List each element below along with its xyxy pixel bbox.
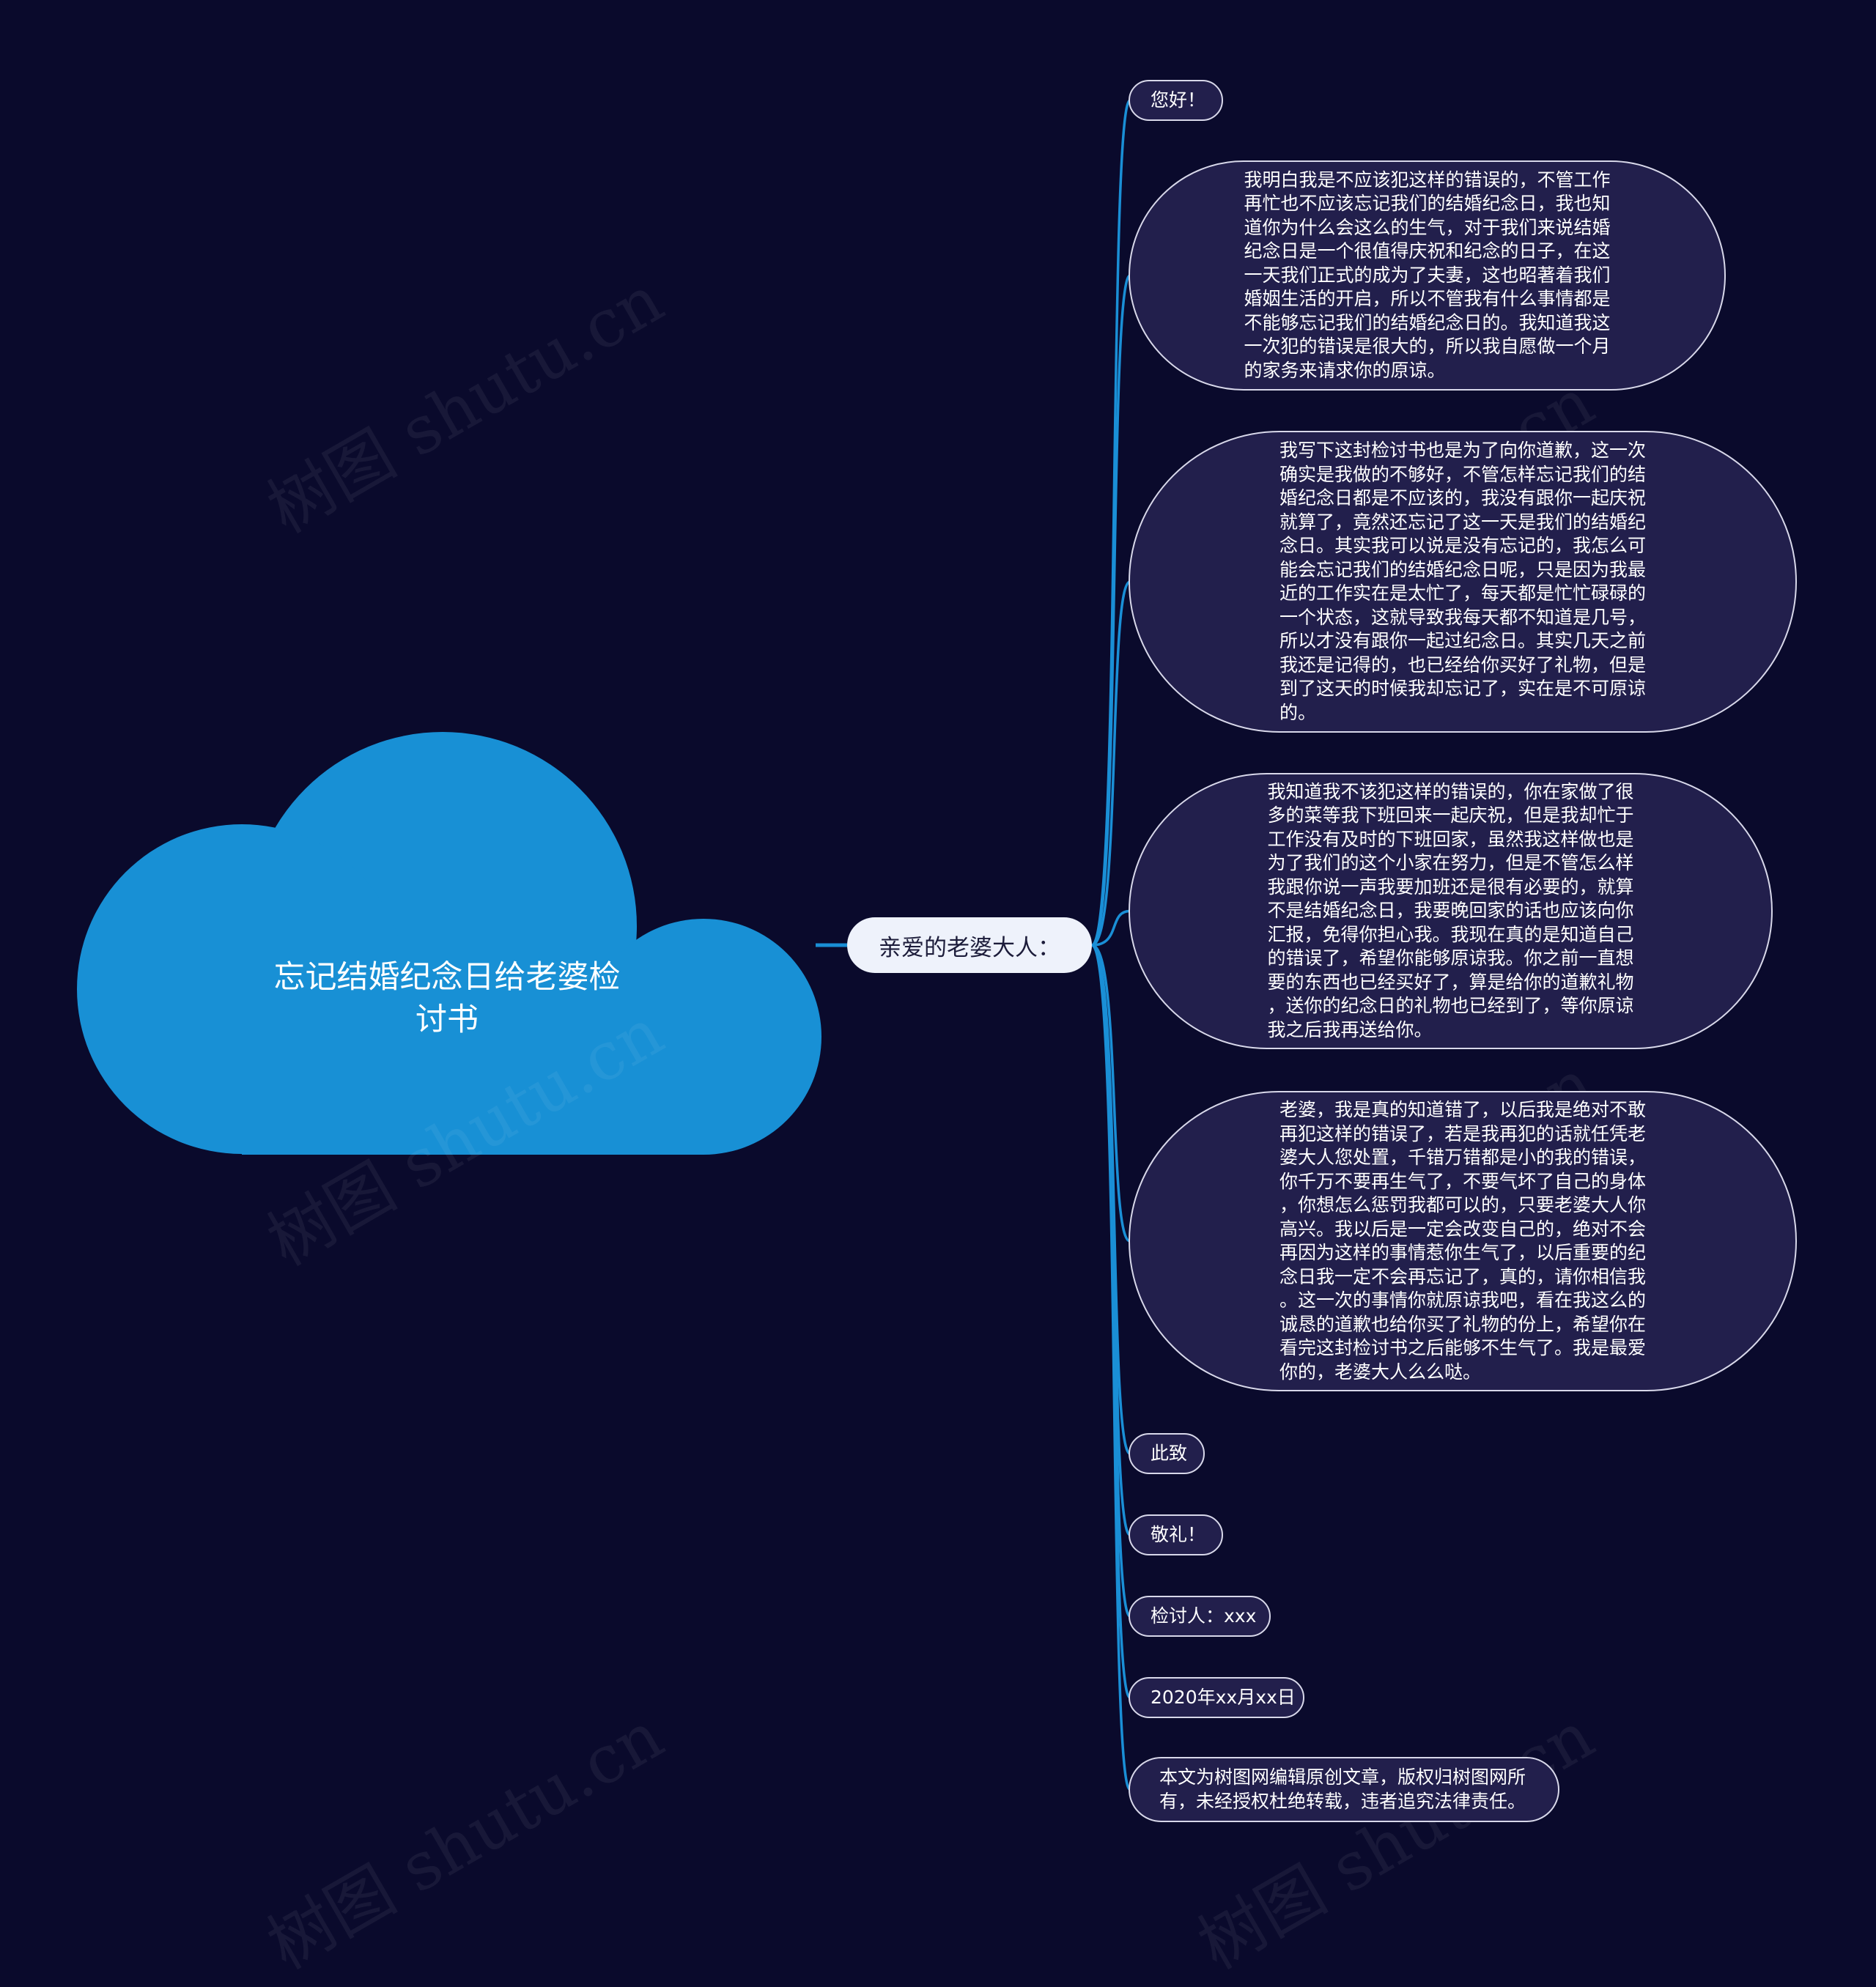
- branch-connector: [1091, 580, 1131, 947]
- node-label: 2020年xx月xx日: [1151, 1686, 1296, 1708]
- node-greeting[interactable]: 您好！: [1129, 80, 1223, 121]
- paragraph-line: 纪念日是一个很值得庆祝和纪念的日子，在这: [1244, 240, 1611, 262]
- paragraph-line: 能会忘记我们的结婚纪念日呢，只是因为我最: [1279, 558, 1646, 580]
- paragraph-line: 再犯这样的错误了，若是我再犯的话就任凭老: [1279, 1122, 1646, 1144]
- paragraph-line: 你的，老婆大人么么哒。: [1279, 1361, 1481, 1383]
- paragraph-line: 汇报，免得你担心我。我现在真的是知道自己: [1267, 923, 1634, 945]
- node-copyright-footer[interactable]: 本文为树图网编辑原创文章，版权归树图网所有，未经授权杜绝转载，违者追究法律责任。: [1129, 1757, 1559, 1822]
- paragraph-line: 我之后我再送给你。: [1267, 1018, 1433, 1040]
- node-date[interactable]: 2020年xx月xx日: [1129, 1677, 1304, 1718]
- paragraph-line: 不能够忘记我们的结婚纪念日的。我知道我这: [1244, 311, 1611, 333]
- paragraph-line: 一次犯的错误是很大的，所以我自愿做一个月: [1244, 336, 1611, 358]
- paragraph-line: 再因为这样的事情惹你生气了，以后重要的纪: [1279, 1242, 1646, 1263]
- paragraph-line: 婚姻生活的开启，所以不管我有什么事情都是: [1244, 288, 1611, 310]
- paragraph-text: 我写下这封检讨书也是为了向你道歉，这一次确实是我做的不够好，不管怎样忘记我们的结…: [1279, 439, 1646, 725]
- paragraph-line: 念日我一定不会再忘记了，真的，请你相信我: [1279, 1265, 1646, 1287]
- paragraph-line: 你千万不要再生气了，不要气坏了自己的身体: [1279, 1170, 1646, 1192]
- branch-connector: [1091, 944, 1131, 1243]
- root-cloud-shape: [77, 732, 821, 1155]
- node-paragraph-1[interactable]: 我明白我是不应该犯这样的错误的，不管工作再忙也不应该忘记我们的结婚纪念日，我也知…: [1129, 160, 1726, 391]
- paragraph-line: 高兴。我以后是一定会改变自己的，绝对不会: [1279, 1218, 1646, 1240]
- node-label: 敬礼！: [1151, 1523, 1206, 1545]
- node-salute[interactable]: 敬礼！: [1129, 1514, 1223, 1555]
- node-signer[interactable]: 检讨人：xxx: [1129, 1596, 1271, 1637]
- paragraph-line: 多的菜等我下班回来一起庆祝，但是我却忙于: [1267, 804, 1634, 826]
- paragraph-line: 看完这封检讨书之后能够不生气了。我是最爱: [1279, 1337, 1646, 1358]
- paragraph-line: 的。: [1279, 701, 1316, 723]
- node-paragraph-3[interactable]: 我知道我不该犯这样的错误的，你在家做了很多的菜等我下班回来一起庆祝，但是我却忙于…: [1129, 773, 1773, 1049]
- paragraph-line: 所以才没有跟你一起过纪念日。其实几天之前: [1279, 630, 1646, 651]
- branch-connector: [1091, 909, 1131, 947]
- paragraph-line: 我还是记得的，也已经给你买好了礼物，但是: [1279, 654, 1646, 676]
- paragraph-line: 一天我们正式的成为了夫妻，这也昭著着我们: [1244, 264, 1611, 286]
- node-label: 此致: [1151, 1442, 1188, 1464]
- paragraph-text: 我明白我是不应该犯这样的错误的，不管工作再忙也不应该忘记我们的结婚纪念日，我也知…: [1244, 169, 1610, 383]
- paragraph-line: 的错误了，希望你能够原谅我。你之前一直想: [1267, 947, 1634, 969]
- paragraph-line: 诚恳的道歉也给你买了礼物的份上，希望你在: [1279, 1313, 1646, 1335]
- paragraph-line: 再忙也不应该忘记我们的结婚纪念日，我也知: [1244, 193, 1611, 215]
- branch-connector: [1091, 274, 1131, 947]
- paragraph-line: 道你为什么会这么的生气，对于我们来说结婚: [1244, 216, 1611, 238]
- paragraph-line: 到了这天的时候我却忘记了，实在是不可原谅: [1279, 678, 1646, 699]
- paragraph-line: 一个状态，这就导致我每天都不知道是几号，: [1279, 606, 1646, 628]
- footer-line: 有，未经授权杜绝转载，违者追究法律责任。: [1159, 1790, 1526, 1812]
- paragraph-line: 念日。其实我可以说是没有忘记的，我怎么可: [1279, 535, 1646, 556]
- node-paragraph-4[interactable]: 老婆，我是真的知道错了，以后我是绝对不敢再犯这样的错误了，若是我再犯的话就任凭老…: [1129, 1091, 1797, 1391]
- paragraph-text: 我知道我不该犯这样的错误的，你在家做了很多的菜等我下班回来一起庆祝，但是我却忙于…: [1267, 780, 1633, 1043]
- paragraph-line: 的家务来请求你的原谅。: [1244, 359, 1446, 381]
- paragraph-line: 老婆，我是真的知道错了，以后我是绝对不敢: [1279, 1099, 1646, 1120]
- paragraph-line: 婆大人您处置，千错万错都是小的我的错误，: [1279, 1147, 1646, 1168]
- branch-connectors: [816, 99, 1131, 1791]
- paragraph-line: 我明白我是不应该犯这样的错误的，不管工作: [1244, 169, 1611, 190]
- paragraph-line: 近的工作实在是太忙了，每天都是忙忙碌碌的: [1279, 582, 1646, 604]
- paragraph-line: 确实是我做的不够好，不管怎样忘记我们的结: [1279, 463, 1646, 485]
- center-node-label: 亲爱的老婆大人：: [879, 934, 1060, 961]
- branch-connector: [1090, 944, 1131, 1791]
- center-node[interactable]: 亲爱的老婆大人：: [847, 917, 1092, 973]
- paragraph-text: 老婆，我是真的知道错了，以后我是绝对不敢再犯这样的错误了，若是我再犯的话就任凭老…: [1279, 1098, 1646, 1384]
- paragraph-line: 要的东西也已经买好了，算是给你的道歉礼物: [1267, 971, 1634, 993]
- paragraph-line: 工作没有及时的下班回家，虽然我这样做也是: [1267, 828, 1634, 850]
- node-closing[interactable]: 此致: [1129, 1433, 1205, 1474]
- node-label: 检讨人：xxx: [1151, 1605, 1257, 1627]
- paragraph-line: 我跟你说一声我要加班还是很有必要的，就算: [1267, 876, 1634, 898]
- node-paragraph-2[interactable]: 我写下这封检讨书也是为了向你道歉，这一次确实是我做的不够好，不管怎样忘记我们的结…: [1129, 431, 1797, 733]
- paragraph-line: ，你想怎么惩罚我都可以的，只要老婆大人你: [1279, 1194, 1646, 1215]
- paragraph-line: 我知道我不该犯这样的错误的，你在家做了很: [1267, 780, 1634, 802]
- paragraph-line: 就算了，竟然还忘记了这一天是我们的结婚纪: [1279, 511, 1646, 533]
- paragraph-line: 为了我们的这个小家在努力，但是不管怎么样: [1267, 852, 1634, 874]
- root-topic[interactable]: 忘记结婚纪念日给老婆检 讨书: [242, 956, 652, 1041]
- paragraph-line: ，送你的纪念日的礼物也已经到了，等你原谅: [1267, 995, 1634, 1017]
- paragraph-line: 。这一次的事情你就原谅我吧，看在我这么的: [1279, 1289, 1646, 1311]
- paragraph-line: 婚纪念日都是不应该的，我没有跟你一起庆祝: [1279, 487, 1646, 508]
- root-title-line: 忘记结婚纪念日给老婆检: [273, 959, 621, 996]
- root-title-line: 讨书: [416, 1002, 479, 1038]
- node-label: 您好！: [1151, 89, 1206, 111]
- paragraph-line: 不是结婚纪念日，我要晚回家的话也应该向你: [1267, 900, 1634, 922]
- footer-line: 本文为树图网编辑原创文章，版权归树图网所: [1159, 1766, 1526, 1788]
- paragraph-line: 我写下这封检讨书也是为了向你道歉，这一次: [1279, 440, 1646, 461]
